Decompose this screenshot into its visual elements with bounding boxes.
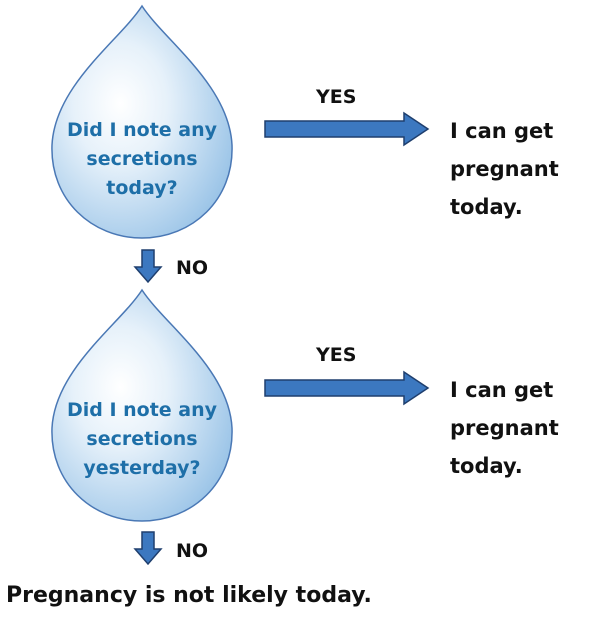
question-2: Did I note any secretions yesterday? xyxy=(52,396,232,483)
final-outcome: Pregnancy is not likely today. xyxy=(6,583,372,608)
yes-arrow-1 xyxy=(264,111,430,147)
yes-arrow-2 xyxy=(264,370,430,406)
yes-label-1: YES xyxy=(316,86,357,108)
outcome-2-line-2: pregnant xyxy=(450,416,559,440)
outcome-1-line-2: pregnant xyxy=(450,157,559,181)
question-1-line-1: Did I note any xyxy=(66,119,218,141)
outcome-1-line-1: I can get xyxy=(450,119,554,143)
question-1: Did I note any secretions today? xyxy=(52,116,232,203)
yes-label-2: YES xyxy=(316,344,357,366)
question-drop-2 xyxy=(51,288,233,522)
outcome-2-line-1: I can get xyxy=(450,378,554,402)
outcome-2-line-3: today. xyxy=(450,454,523,478)
no-label-2: NO xyxy=(176,540,209,562)
question-1-line-3: today? xyxy=(106,177,178,199)
question-drop-1 xyxy=(51,4,233,239)
question-2-line-1: Did I note any xyxy=(66,399,218,421)
outcome-2: I can get pregnant today. xyxy=(450,371,559,485)
question-1-line-2: secretions xyxy=(86,148,198,170)
question-2-line-3: yesterday? xyxy=(83,457,201,479)
outcome-1-line-3: today. xyxy=(450,195,523,219)
question-2-line-2: secretions xyxy=(86,428,198,450)
outcome-1: I can get pregnant today. xyxy=(450,112,559,226)
no-arrow-1 xyxy=(133,249,163,284)
no-label-1: NO xyxy=(176,257,209,279)
no-arrow-2 xyxy=(133,531,163,566)
